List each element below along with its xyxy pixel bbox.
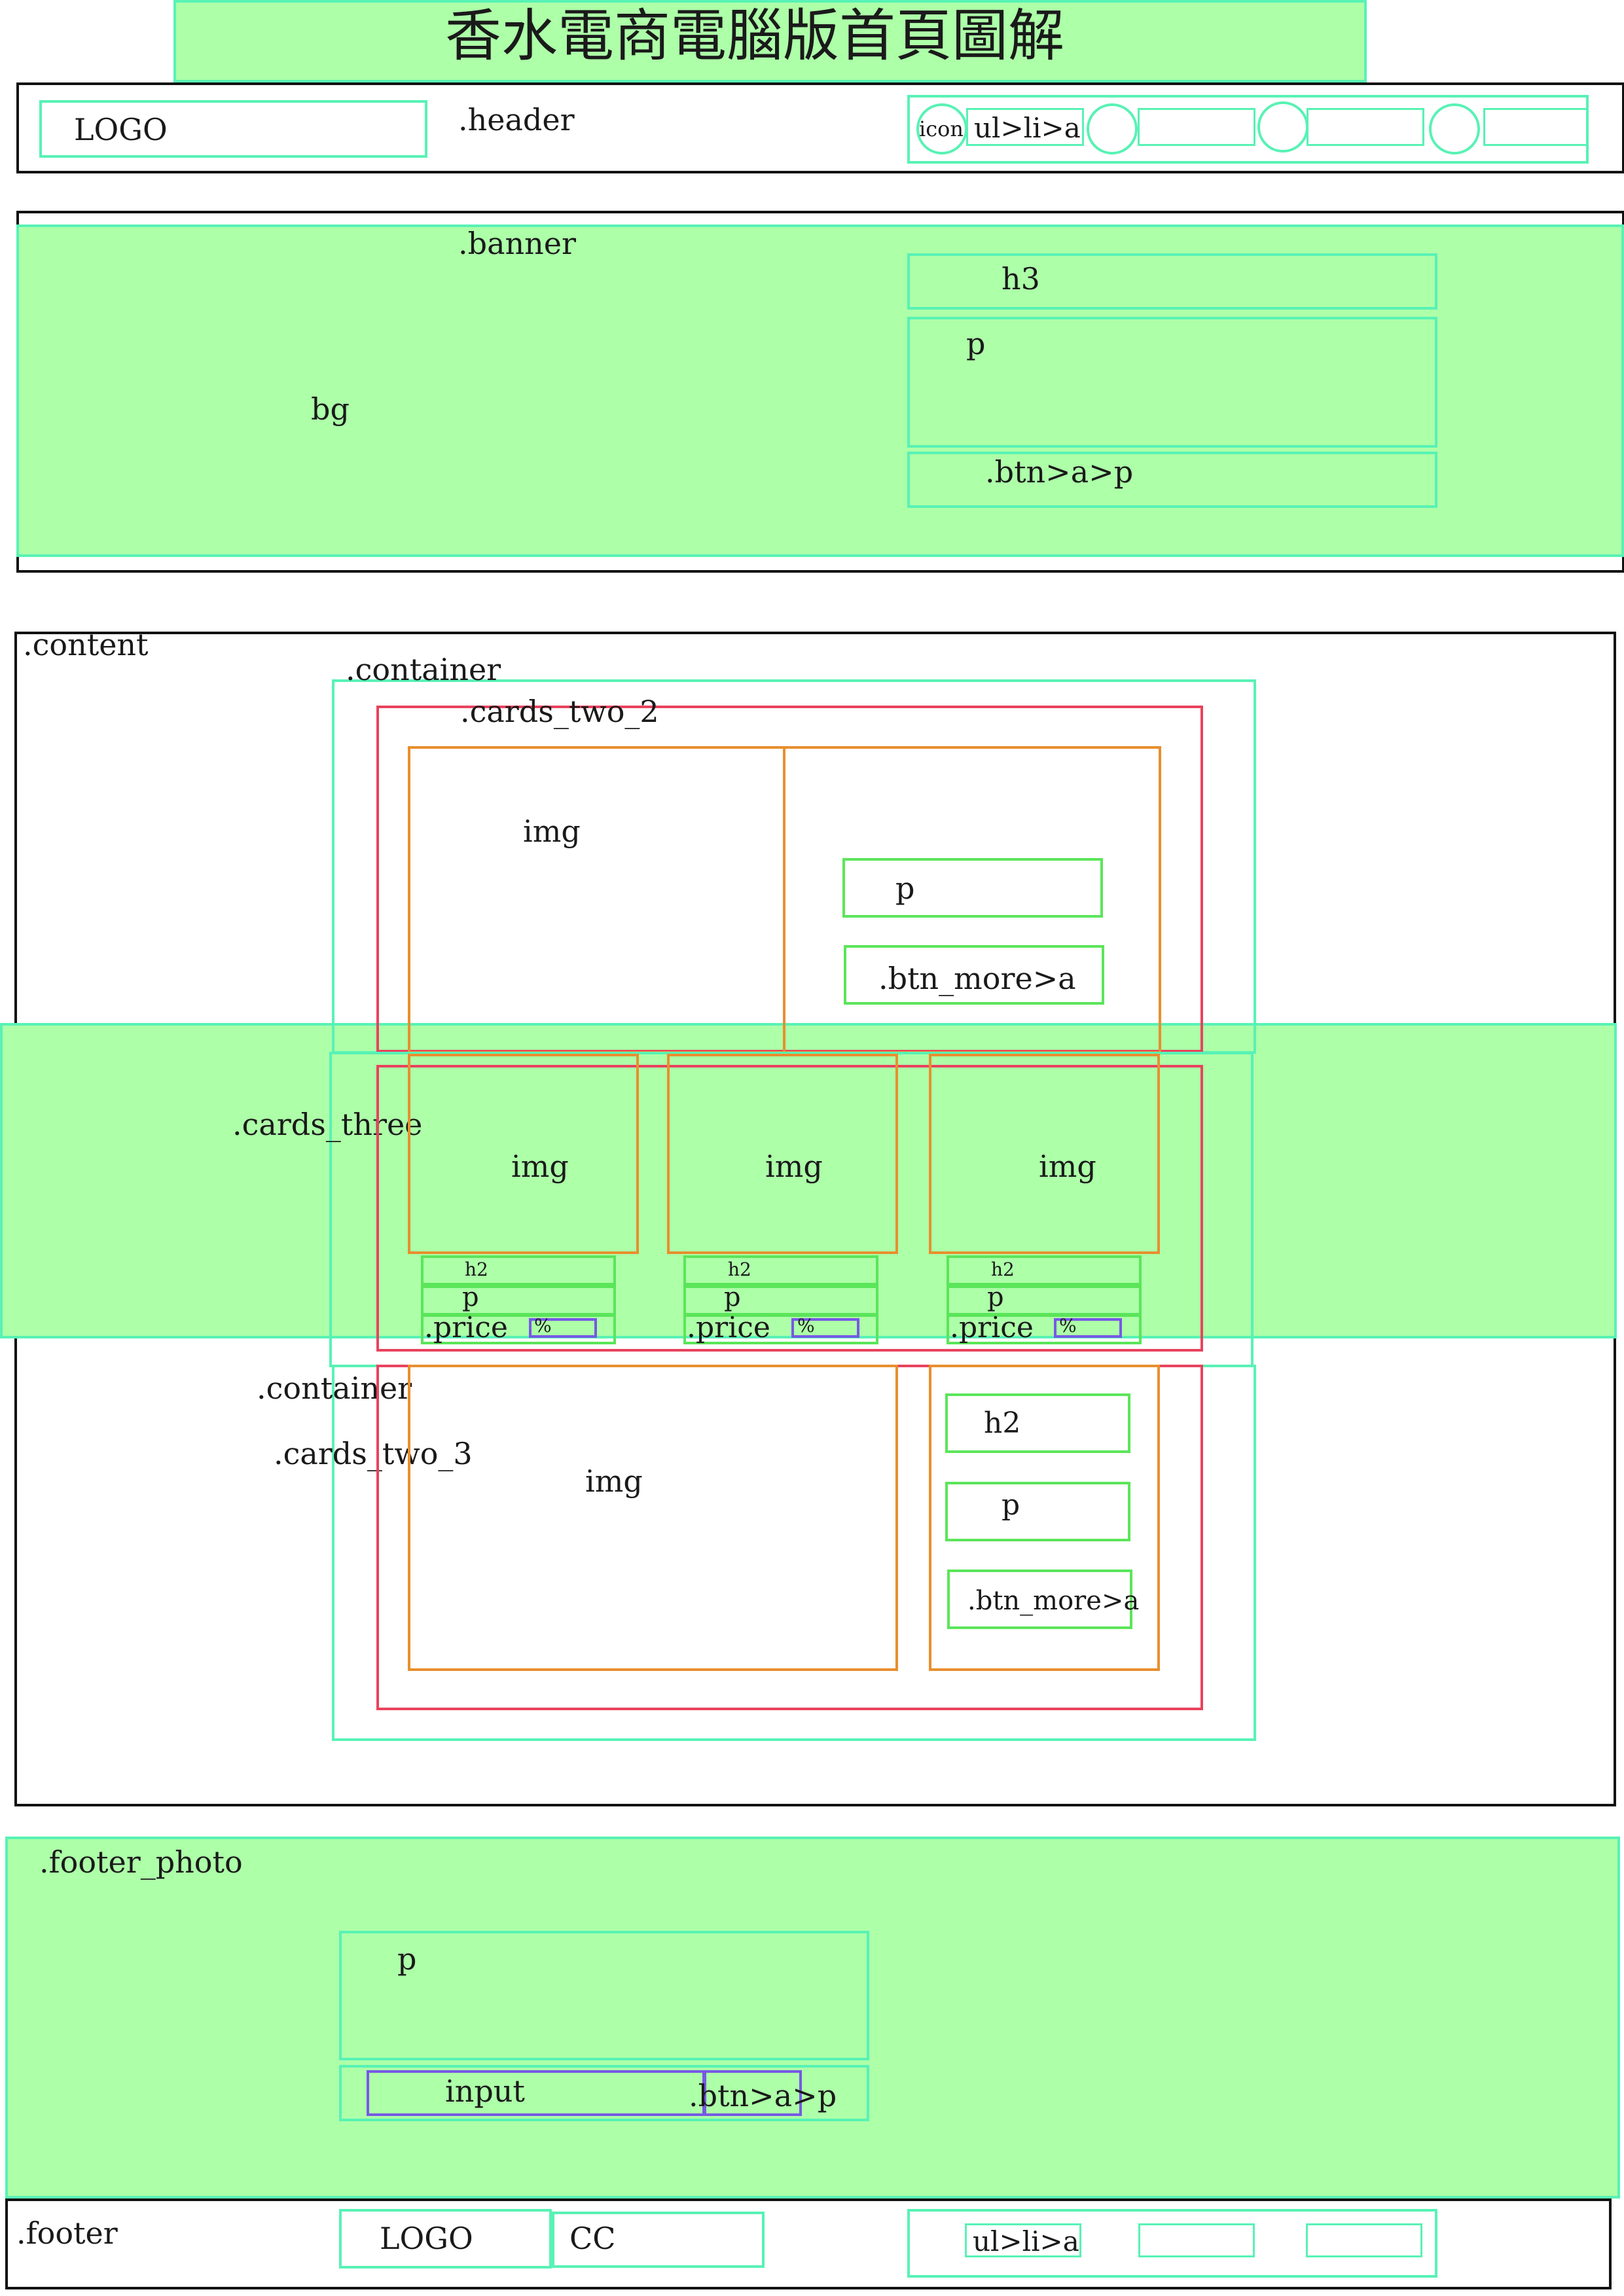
product-card-2-percent: %: [797, 1315, 815, 1336]
footer-nav-link-label[interactable]: ul>li>a: [973, 2225, 1079, 2257]
page-title: 香水電商電腦版首頁圖解: [445, 3, 1064, 69]
product-card-1-img-label: img: [511, 1149, 569, 1184]
footer-logo-box: [339, 2209, 552, 2269]
product-card-1-price-box: [421, 1314, 616, 1344]
title-banner: [173, 0, 1367, 82]
product-card-1-h2-box: [421, 1255, 616, 1285]
product-card-3-h2: h2: [991, 1259, 1015, 1280]
nav-icon-circle-4: [1429, 103, 1480, 154]
product-card-2-p: p: [724, 1282, 741, 1312]
nav-icon-circle-2: [1087, 103, 1138, 154]
cards-two-2-p-label: p: [895, 870, 915, 906]
cards-two-3-h2-label: h2: [984, 1407, 1021, 1440]
banner-bg: [16, 224, 1624, 557]
product-card-1-img: [408, 1054, 639, 1254]
nav-icon-circle-3: [1257, 101, 1308, 152]
product-card-3-percent-box: [1054, 1318, 1122, 1338]
nav-link-box-3: [1307, 108, 1424, 146]
cards-two-3-btn-label[interactable]: .btn_more>a: [967, 1586, 1140, 1616]
product-card-3-p: p: [987, 1282, 1004, 1312]
product-card-1-p: p: [462, 1282, 479, 1312]
banner-h3-label: h3: [1001, 261, 1040, 296]
product-card-3-price: .price: [950, 1311, 1034, 1344]
product-card-3-img: [929, 1054, 1160, 1254]
product-card-1-percent-box: [529, 1318, 597, 1338]
footer-photo-label: .footer_photo: [39, 1844, 243, 1880]
banner-bg-label: bg: [311, 391, 350, 427]
footer-section-label: .footer: [16, 2215, 118, 2251]
product-card-3-h2-box: [947, 1255, 1142, 1285]
nav-link-box-4: [1483, 108, 1588, 146]
footer-photo-p-box: [339, 1931, 869, 2060]
header-logo-label: LOGO: [74, 112, 168, 147]
banner-section-label: .banner: [458, 226, 576, 261]
footer-nav-link-box-1: [965, 2223, 1081, 2257]
product-card-2-percent-box: [791, 1318, 859, 1338]
footer-nav-box: [907, 2209, 1437, 2278]
footer-cc-label: CC: [569, 2221, 616, 2256]
cards-two-3-img-card: [408, 1365, 898, 1671]
banner-h3-box: [907, 253, 1437, 310]
cards-two-3-h2-box: [945, 1393, 1130, 1453]
footer-nav-link-box-3: [1306, 2223, 1422, 2257]
product-card-2-img: [667, 1054, 898, 1254]
product-card-2-h2: h2: [728, 1259, 751, 1280]
product-card-2-h2-box: [683, 1255, 878, 1285]
cards-two-2-img-label: img: [523, 814, 581, 849]
subscribe-button[interactable]: [704, 2070, 802, 2116]
nav-link-label: ul>li>a: [974, 112, 1081, 144]
cards-two-3-btn-box: [947, 1570, 1132, 1629]
product-card-2-price: .price: [687, 1311, 770, 1344]
footer-photo-p-label: p: [397, 1941, 417, 1977]
cards-two-2-label: .cards_two_2: [460, 694, 659, 729]
cards-two-3-label: .cards_two_3: [274, 1436, 473, 1471]
cards-two-3-text-card: [929, 1365, 1160, 1671]
header-section: [16, 82, 1624, 173]
product-card-1-percent: %: [534, 1315, 552, 1336]
cards-two-2-p-box: [842, 858, 1103, 918]
cards-two-2-btn-label[interactable]: .btn_more>a: [878, 961, 1076, 996]
subscribe-email-input[interactable]: [367, 2070, 705, 2116]
cards-two-3-p-box: [945, 1482, 1130, 1541]
product-card-2-img-label: img: [765, 1149, 823, 1184]
cards-two-2-img-card: [408, 746, 785, 1054]
footer-nav-link-box-2: [1138, 2223, 1255, 2257]
cards-three-row: [376, 1065, 1203, 1352]
footer-photo-form-box: [339, 2065, 869, 2121]
nav-icon-label: icon: [919, 117, 964, 141]
product-card-3-img-label: img: [1039, 1149, 1096, 1184]
product-card-3-price-box: [947, 1314, 1142, 1344]
product-card-1-h2: h2: [465, 1259, 488, 1280]
product-card-1-price: .price: [424, 1311, 508, 1344]
cards-three-label: .cards_three: [232, 1107, 423, 1142]
banner-p-label: p: [966, 326, 986, 361]
banner-btn-label[interactable]: .btn>a>p: [985, 454, 1134, 490]
container-3-label: .container: [257, 1371, 412, 1406]
banner-btn-box: [907, 452, 1437, 508]
footer-photo-section: [5, 1837, 1620, 2198]
nav-link-box-2: [1138, 108, 1255, 146]
header-section-label: .header: [458, 102, 575, 137]
product-card-3-percent: %: [1059, 1315, 1077, 1336]
footer-section: [5, 2198, 1612, 2289]
subscribe-input-label: input: [445, 2073, 525, 2109]
subscribe-button-label: .btn>a>p: [689, 2078, 837, 2113]
cards-two-3-p-label: p: [1001, 1488, 1020, 1522]
container-1-label: .container: [346, 652, 501, 687]
banner-p-box: [907, 317, 1437, 448]
cards-two-3-img-label: img: [585, 1463, 643, 1499]
footer-logo-label: LOGO: [380, 2221, 473, 2256]
content-section-label: .content: [23, 627, 149, 662]
nav-link-box-1: [966, 108, 1084, 146]
cards-two-2-btn-box: [844, 945, 1104, 1005]
footer-cc-box: [552, 2212, 765, 2268]
product-card-2-price-box: [683, 1314, 878, 1344]
header-logo-box: [39, 100, 427, 158]
